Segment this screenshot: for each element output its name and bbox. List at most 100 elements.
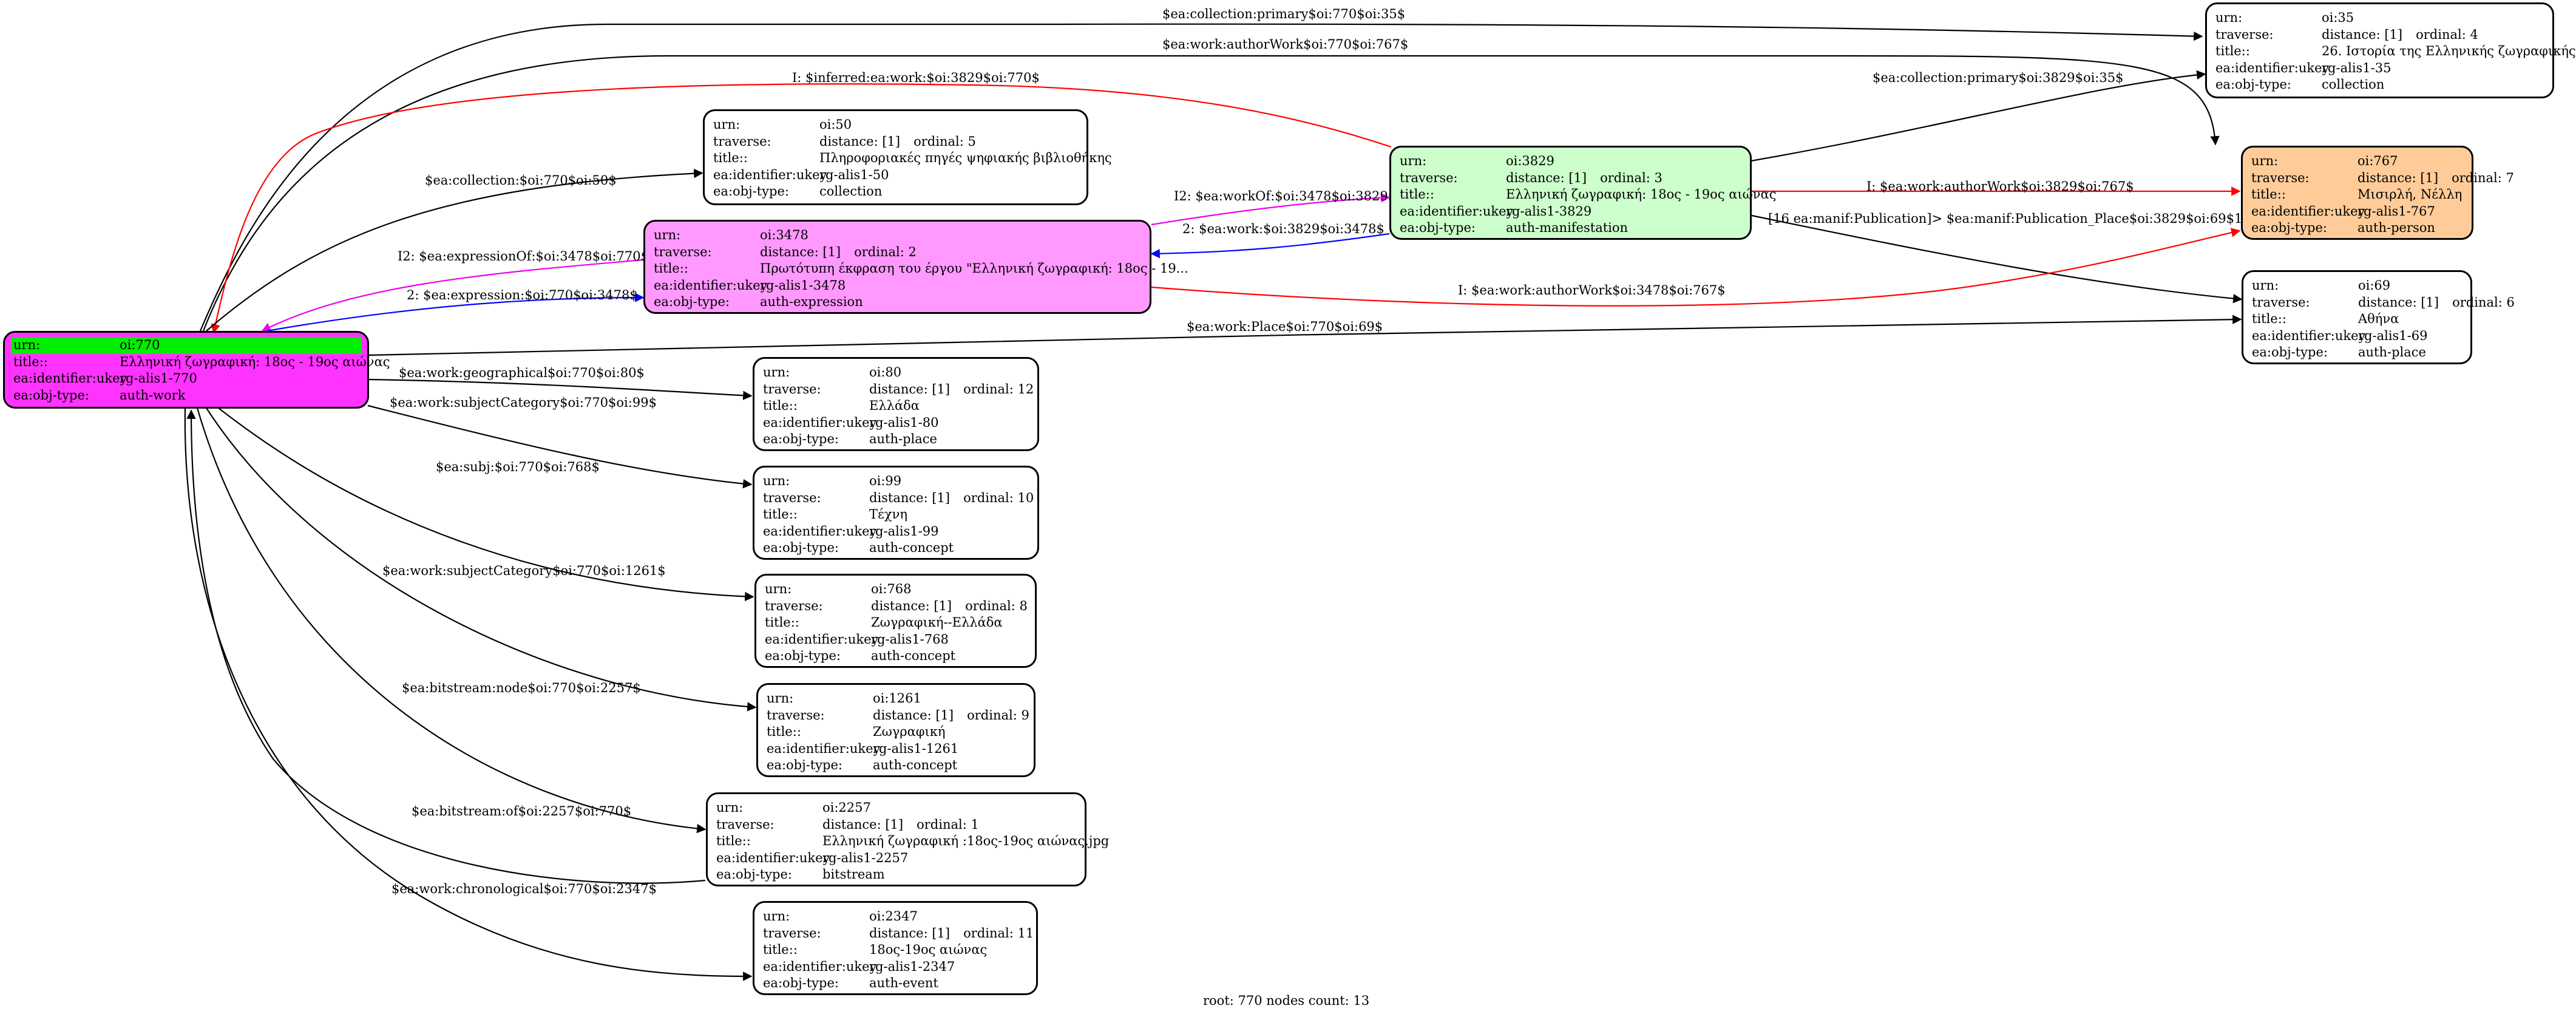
distance-value: distance: [1] (869, 381, 951, 396)
node-row-urn: urn:oi:2347 (763, 908, 1028, 925)
title-label: title:: (767, 724, 801, 739)
node-oi-69[interactable]: urn:oi:69 traverse:distance: [1]ordinal:… (2242, 270, 2515, 364)
node-oi-3829[interactable]: urn:oi:3829 traverse:distance: [1]ordina… (1389, 146, 1777, 240)
node-row-traverse: traverse:distance: [1]ordinal: 11 (763, 925, 1034, 942)
distance-value: distance: [1] (2358, 294, 2439, 310)
node-row-traverse: traverse:distance: [1]ordinal: 8 (765, 598, 1028, 615)
title-value: 18ος-19ος αιώνας (869, 942, 988, 957)
node-oi-2347[interactable]: urn:oi:2347 traverse:distance: [1]ordina… (753, 901, 1038, 995)
urn-label: urn: (765, 582, 792, 596)
objtype-value: bitstream (822, 867, 885, 882)
urn-value: oi:3829 (1506, 154, 1554, 168)
ukey-value: rg-alis1-2257 (822, 850, 909, 865)
title-label: title:: (716, 834, 751, 848)
ordinal-value: ordinal: 1 (917, 817, 979, 832)
node-oi-35[interactable]: urn:oi:35 traverse:distance: [1]ordinal:… (2205, 2, 2576, 98)
urn-label: urn: (2251, 154, 2279, 168)
edge-label: $ea:work:authorWork$oi:770$oi:767$ (1162, 37, 1408, 52)
edge-770-2347 (184, 407, 753, 981)
node-row-urn: urn:oi:1261 (767, 690, 1025, 707)
edge-label: I: $ea:work:authorWork$oi:3478$oi:767$ (1458, 283, 1726, 298)
ukey-label: ea:identifier:ukey (654, 277, 768, 293)
node-oi-99[interactable]: urn:oi:99 traverse:distance: [1]ordinal:… (753, 466, 1039, 560)
node-row-objtype: ea:obj-type:auth-place (763, 431, 1029, 448)
edge-770-3478 (266, 293, 645, 332)
edge-3478-770 (261, 259, 644, 332)
traverse-label: traverse: (763, 381, 821, 396)
urn-label: urn: (713, 117, 741, 132)
title-value: Ζωγραφική--Ελλάδα (871, 615, 1003, 630)
title-value: Αθήνα (2358, 311, 2399, 326)
node-oi-80[interactable]: urn:oi:80 traverse: distance: [1] ordinal:… (753, 357, 1039, 451)
urn-label: urn: (763, 474, 790, 488)
ordinal-value: ordinal: 8 (965, 598, 1028, 613)
edge-770-35 (199, 23, 2203, 332)
node-row-traverse: traverse:distance: [1]ordinal: 4 (2215, 27, 2544, 44)
node-oi-770[interactable]: urn:oi:770 title::Ελληνική ζωγραφική: 18… (3, 331, 390, 409)
edge-770-80 (367, 378, 753, 400)
traverse-label: traverse: (716, 817, 774, 832)
node-row-urn: urn:oi:3829 (1400, 153, 1741, 170)
objtype-label: ea:obj-type: (767, 758, 842, 772)
node-row-objtype: ea:obj-type:auth-concept (765, 648, 1026, 665)
ordinal-value: ordinal: 6 (2452, 294, 2515, 310)
distance-value: distance: [1] (819, 134, 901, 149)
edge-label: 2: $ea:expression:$oi:770$oi:3478$ (407, 288, 638, 302)
node-row-urn: urn:oi:35 (2215, 10, 2544, 27)
objtype-label: ea:obj-type: (763, 976, 839, 990)
objtype-label: ea:obj-type: (716, 867, 792, 882)
traverse-label: traverse: (765, 598, 823, 613)
traverse-label: traverse: (1400, 170, 1458, 185)
title-label: title:: (1400, 187, 1434, 202)
title-value: Πληροφοριακές πηγές ψηφιακής βιβλιοθήκης (819, 151, 1112, 165)
edge-label: $ea:collection:primary$oi:770$oi:35$ (1162, 7, 1405, 21)
urn-value: oi:768 (871, 582, 912, 596)
node-row-traverse: traverse: distance: [1] ordinal: 12 (763, 381, 1034, 398)
ukey-label: ea:identifier:ukey (13, 371, 127, 386)
node-oi-50[interactable]: urn:oi:50 traverse:distance: [1]ordinal:… (703, 109, 1112, 205)
ukey-value: rg-alis1-768 (871, 631, 949, 647)
edge-label: $ea:collection:primary$oi:3829$oi:35$ (1873, 70, 2123, 85)
distance-value: distance: [1] (869, 925, 951, 940)
objtype-value: auth-person (2357, 220, 2435, 235)
title-label: title:: (2251, 187, 2286, 202)
edge-label: $ea:collection:$oi:770$oi:50$ (425, 173, 617, 188)
node-row-objtype: ea:obj-type:auth-concept (763, 540, 1029, 557)
node-row-title: title::Πρωτότυπη έκφραση του έργου "Ελλη… (654, 260, 1188, 277)
title-label: title:: (13, 354, 48, 369)
title-value: Τέχνη (869, 507, 907, 522)
urn-value: oi:99 (869, 474, 902, 488)
node-row-title: title::Αθήνα (2252, 311, 2462, 328)
node-row-urn: urn:oi:80 (763, 364, 1029, 381)
ordinal-value: ordinal: 4 (2416, 27, 2478, 42)
ordinal-value: ordinal: 7 (2452, 170, 2514, 185)
edge-label: $ea:bitstream:node$oi:770$oi:2257$ (402, 681, 641, 695)
urn-value: oi:69 (2358, 278, 2391, 293)
node-oi-767[interactable]: urn:oi:767 traverse:distance: [1]ordinal… (2241, 146, 2514, 240)
node-row-objtype: ea:obj-type:auth-work (13, 387, 359, 404)
traverse-label: traverse: (2251, 170, 2310, 185)
ukey-value: rg-alis1-2347 (869, 959, 955, 974)
traverse-label: traverse: (2215, 27, 2274, 42)
node-oi-2257[interactable]: urn:oi:2257 traverse:distance: [1]ordina… (706, 792, 1109, 886)
urn-value: oi:1261 (873, 691, 921, 706)
ordinal-value: ordinal: 11 (963, 925, 1034, 940)
ordinal-value: ordinal: 3 (1600, 170, 1663, 185)
node-row-urn: urn:oi:50 (713, 117, 1078, 134)
node-oi-3478[interactable]: urn:oi:3478 traverse:distance: [1]ordina… (643, 220, 1188, 314)
ordinal-value: ordinal: 12 (963, 381, 1034, 396)
ordinal-value: ordinal: 2 (854, 244, 917, 259)
node-oi-768[interactable]: urn: oi:768 traverse:distance: [1]ordinal… (754, 574, 1037, 668)
node-oi-1261[interactable]: urn:oi:1261 traverse:distance: [1]ordina… (756, 683, 1035, 777)
edge-label: 2: $ea:work:$oi:3829$oi:3478$ (1182, 222, 1385, 236)
edge-label: $ea:subj:$oi:770$oi:768$ (436, 460, 600, 474)
node-row-title: title::Ελληνική ζωγραφική :18ος-19ος αιώ… (716, 833, 1109, 850)
objtype-value: auth-concept (869, 540, 954, 555)
